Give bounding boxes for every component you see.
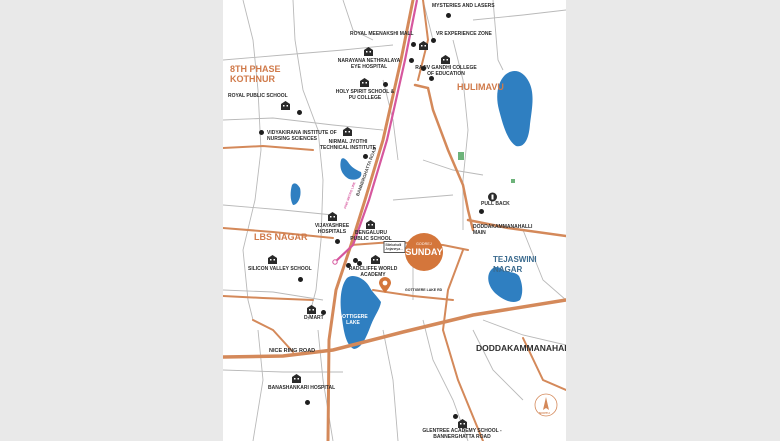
landmark-label: SILICON VALLEY SCHOOL (248, 266, 312, 272)
landmark-dot[interactable] (446, 13, 451, 18)
landmark-dot[interactable] (429, 76, 434, 81)
building-icon (366, 220, 375, 229)
pull-back-icon (488, 192, 497, 202)
landmark-dot[interactable] (346, 263, 351, 268)
landmark-dot[interactable] (479, 209, 484, 214)
landmark-label: GLENTREE ACADEMY SCHOOL - BANNERGHATTA R… (422, 428, 502, 440)
hulimavu-road-line (413, 83, 475, 232)
area-lbs-nagar: LBS NAGAR (254, 232, 308, 242)
landmark-label: NIRMAL JYOTHI TECHNICAL INSTITUTE (319, 139, 377, 151)
landmark-label: NARAYANA NETHRALAYA EYE HOSPITAL (337, 58, 401, 70)
landmark-dot[interactable] (335, 239, 340, 244)
landmark-dot[interactable] (297, 110, 302, 115)
landmark-label: ROYAL PUBLIC SCHOOL (228, 93, 288, 99)
landmark-dot[interactable] (353, 258, 358, 263)
building-icon (343, 127, 352, 136)
landmark-dot[interactable] (305, 400, 310, 405)
landmark-label: PULL BACK (481, 201, 510, 207)
project-name: SUNDAY (405, 247, 443, 257)
road-south-line (252, 319, 294, 353)
compass-rose (534, 393, 558, 417)
lake-north-east (497, 70, 533, 147)
landmark-dot[interactable] (363, 154, 368, 159)
road-label-doddakammanahalli-main: DODDAKAMMANAHALLI MAIN (473, 224, 533, 236)
building-icon (371, 255, 380, 264)
road-west-line (223, 295, 314, 301)
landmark-label: RADCLIFFE WORLD ACADEMY (348, 266, 398, 278)
lake-tejaswini (488, 267, 523, 303)
park-1 (458, 152, 464, 160)
landmark-label: MYSTERIES AND LASERS (432, 3, 495, 9)
left-letterbox (0, 0, 223, 441)
landmark-dot[interactable] (421, 66, 426, 71)
building-icon (419, 41, 428, 50)
compass-label: NORTH (539, 411, 550, 415)
location-pin-icon[interactable] (379, 277, 391, 293)
landmark-dot[interactable] (298, 277, 303, 282)
lbs-road-line (223, 227, 334, 239)
landmark-label: ROYAL MEENAKSHI MALL (350, 31, 414, 37)
gottigere-lake (340, 275, 381, 349)
building-icon (268, 255, 277, 264)
landmark-dot[interactable] (453, 414, 458, 419)
landmark-label: D-MART (304, 315, 324, 321)
road-label-nice-ring: NICE RING ROAD (269, 348, 316, 354)
nearby-location-tag: Bilekahalli Anjaneya... (383, 241, 405, 253)
metro-station (332, 259, 338, 265)
landmark-label: BANASHANKARI HOSPITAL (268, 385, 336, 391)
area-tejaswini-nagar: TEJASWINI NAGAR (493, 255, 537, 274)
landmark-label: VIDYAKIRANA INSTITUTE OF NURSING SCIENCE… (267, 130, 337, 142)
landmark-label: VIJAYASHREE HOSPITALS (314, 223, 350, 235)
road-east-bend-line (441, 249, 484, 441)
lake-small-west (290, 183, 301, 205)
nice-ring-road-line (223, 298, 566, 359)
landmark-label: HOLY SPIRIT SCHOOL & PU COLLEGE (335, 89, 395, 101)
landmark-dot[interactable] (409, 58, 414, 63)
water-label-gottigere-lake: GOTTIGERE LAKE (338, 314, 368, 326)
landmark-dot[interactable] (321, 310, 326, 315)
map-panel[interactable]: 8TH PHASE KOTHNUR HULIMAVU LBS NAGAR TEJ… (223, 0, 566, 441)
building-icon (364, 47, 373, 56)
lake-small-center (340, 158, 362, 180)
project-site-marker[interactable]: GODREJ SUNDAY (405, 233, 443, 271)
gottigere-lake-rd-line (372, 289, 454, 301)
metro-line (334, 0, 419, 263)
project-brand: GODREJ (416, 242, 432, 246)
building-icon (441, 55, 450, 64)
landmark-label: VR EXPERIENCE ZONE (436, 31, 492, 37)
building-icon (360, 78, 369, 87)
road-far-east (522, 337, 566, 391)
doddakammanahalli-main-line (466, 218, 566, 238)
landmark-dot[interactable] (411, 42, 416, 47)
landmark-label: BENGALURU PUBLIC SCHOOL (350, 230, 392, 242)
landmark-dot[interactable] (259, 130, 264, 135)
road-label-gottigere-lake-rd: GOTTIGERE LAKE RD (405, 288, 443, 292)
landmark-dot[interactable] (383, 82, 388, 87)
right-letterbox (566, 0, 780, 441)
area-hulimavu: HULIMAVU (457, 82, 504, 92)
building-icon (281, 101, 290, 110)
landmark-dot[interactable] (357, 261, 362, 266)
area-doddakammanahalli: DODDAKAMMANAHALLI (476, 343, 566, 353)
building-icon (328, 212, 337, 221)
building-icon (458, 419, 467, 428)
building-icon (292, 374, 301, 383)
landmark-dot[interactable] (431, 38, 436, 43)
area-kothnur: 8TH PHASE KOTHNUR (230, 64, 281, 84)
bannerghatta-road-line (326, 0, 415, 441)
kothnur-road-line (223, 144, 314, 151)
building-icon (307, 305, 316, 314)
park-2 (511, 179, 515, 183)
